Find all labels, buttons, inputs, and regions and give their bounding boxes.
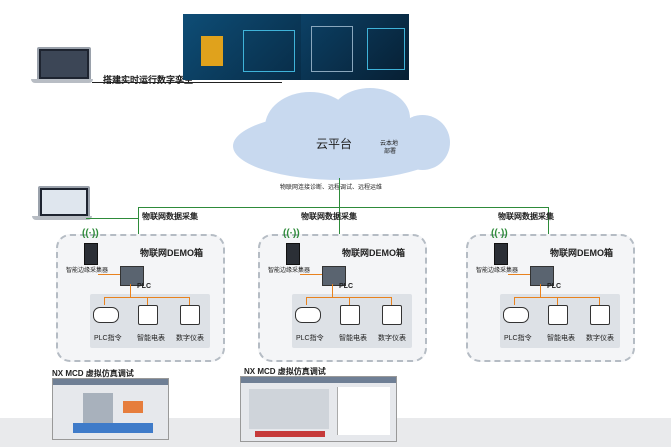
bus-drop-b — [557, 297, 558, 305]
digital-gauge-icon — [382, 305, 402, 325]
gateway-plc-link — [508, 274, 530, 275]
trunk-vertical — [339, 178, 340, 208]
caption-underline — [92, 82, 282, 83]
digital-twin-screenshot-1 — [183, 14, 301, 80]
wifi-icon: ((·)) — [82, 228, 99, 239]
bus-drop-a — [306, 297, 307, 305]
mcd-screenshot-2 — [240, 376, 397, 442]
plc-bus-drop — [540, 284, 541, 298]
device-label: 智能电表 — [547, 335, 575, 342]
digital-gauge-icon — [180, 305, 200, 325]
demo-title-2: 物联网DEMO箱 — [342, 248, 406, 258]
bus-drop-b — [349, 297, 350, 305]
drop-3 — [548, 207, 549, 235]
smart-meter-icon — [340, 305, 360, 325]
mcd-caption-2: NX MCD 虚拟仿真调试 — [244, 367, 326, 376]
edge-gateway-icon — [494, 243, 508, 265]
digital-gauge-icon — [590, 305, 610, 325]
drop-1 — [138, 207, 139, 235]
bus-drop-b — [147, 297, 148, 305]
plc-icon — [120, 266, 144, 286]
laptop-link — [86, 218, 138, 219]
bus-drop-a — [514, 297, 515, 305]
digital-twin-caption: 搭建实时运行数字孪生 — [103, 75, 194, 85]
device-label: PLC指令 — [504, 335, 532, 342]
mcd-screenshot-1 — [52, 378, 169, 440]
mcd-caption-1: NX MCD 虚拟仿真调试 — [52, 369, 134, 378]
device-label: 数字仪表 — [176, 335, 204, 342]
smart-meter-icon — [138, 305, 158, 325]
bus-drop-c — [599, 297, 600, 305]
device-label: PLC指令 — [94, 335, 122, 342]
plc-label-1: PLC — [137, 283, 151, 290]
iot-label-2: 物联网数据采集 — [301, 212, 357, 221]
bus-drop-c — [189, 297, 190, 305]
trunk-horizontal — [138, 207, 548, 208]
device-label: PLC指令 — [296, 335, 324, 342]
bus-drop-a — [104, 297, 105, 305]
wifi-icon: ((·)) — [491, 228, 508, 239]
gateway-plc-link — [300, 274, 322, 275]
device-label: 智能电表 — [137, 335, 165, 342]
device-label: 数字仪表 — [378, 335, 406, 342]
cloud-subtitle-2: 部署 — [384, 149, 397, 155]
gateway-label-1: 智能边缘采集器 — [66, 268, 109, 274]
plc-label-2: PLC — [339, 283, 353, 290]
device-label: 智能电表 — [339, 335, 367, 342]
plc-bus-drop — [332, 284, 333, 298]
cloud-link-label: 物联网连接诊断、远程调试、远程运维 — [280, 185, 383, 191]
digital-twin-screenshot-2 — [301, 14, 409, 80]
gateway-plc-link — [98, 274, 120, 275]
plc-icon — [322, 266, 346, 286]
iot-label-3: 物联网数据采集 — [498, 212, 554, 221]
plc-icon — [530, 266, 554, 286]
cloud-title: 云平台 — [316, 137, 353, 151]
plc-label-3: PLC — [547, 283, 561, 290]
plc-command-icon — [93, 307, 119, 323]
edge-gateway-icon — [84, 243, 98, 265]
wifi-icon: ((·)) — [283, 228, 300, 239]
gateway-label-2: 智能边缘采集器 — [268, 268, 311, 274]
device-label: 数字仪表 — [586, 335, 614, 342]
demo-title-1: 物联网DEMO箱 — [140, 248, 204, 258]
iot-label-1: 物联网数据采集 — [142, 212, 198, 221]
smart-meter-icon — [548, 305, 568, 325]
plc-command-icon — [503, 307, 529, 323]
demo-title-3: 物联网DEMO箱 — [550, 248, 614, 258]
cloud-subtitle-1: 云本地 — [380, 141, 399, 147]
bus-drop-c — [391, 297, 392, 305]
edge-gateway-icon — [286, 243, 300, 265]
gateway-label-3: 智能边缘采集器 — [476, 268, 519, 274]
plc-bus-drop — [130, 284, 131, 298]
drop-2 — [339, 207, 340, 235]
plc-command-icon — [295, 307, 321, 323]
